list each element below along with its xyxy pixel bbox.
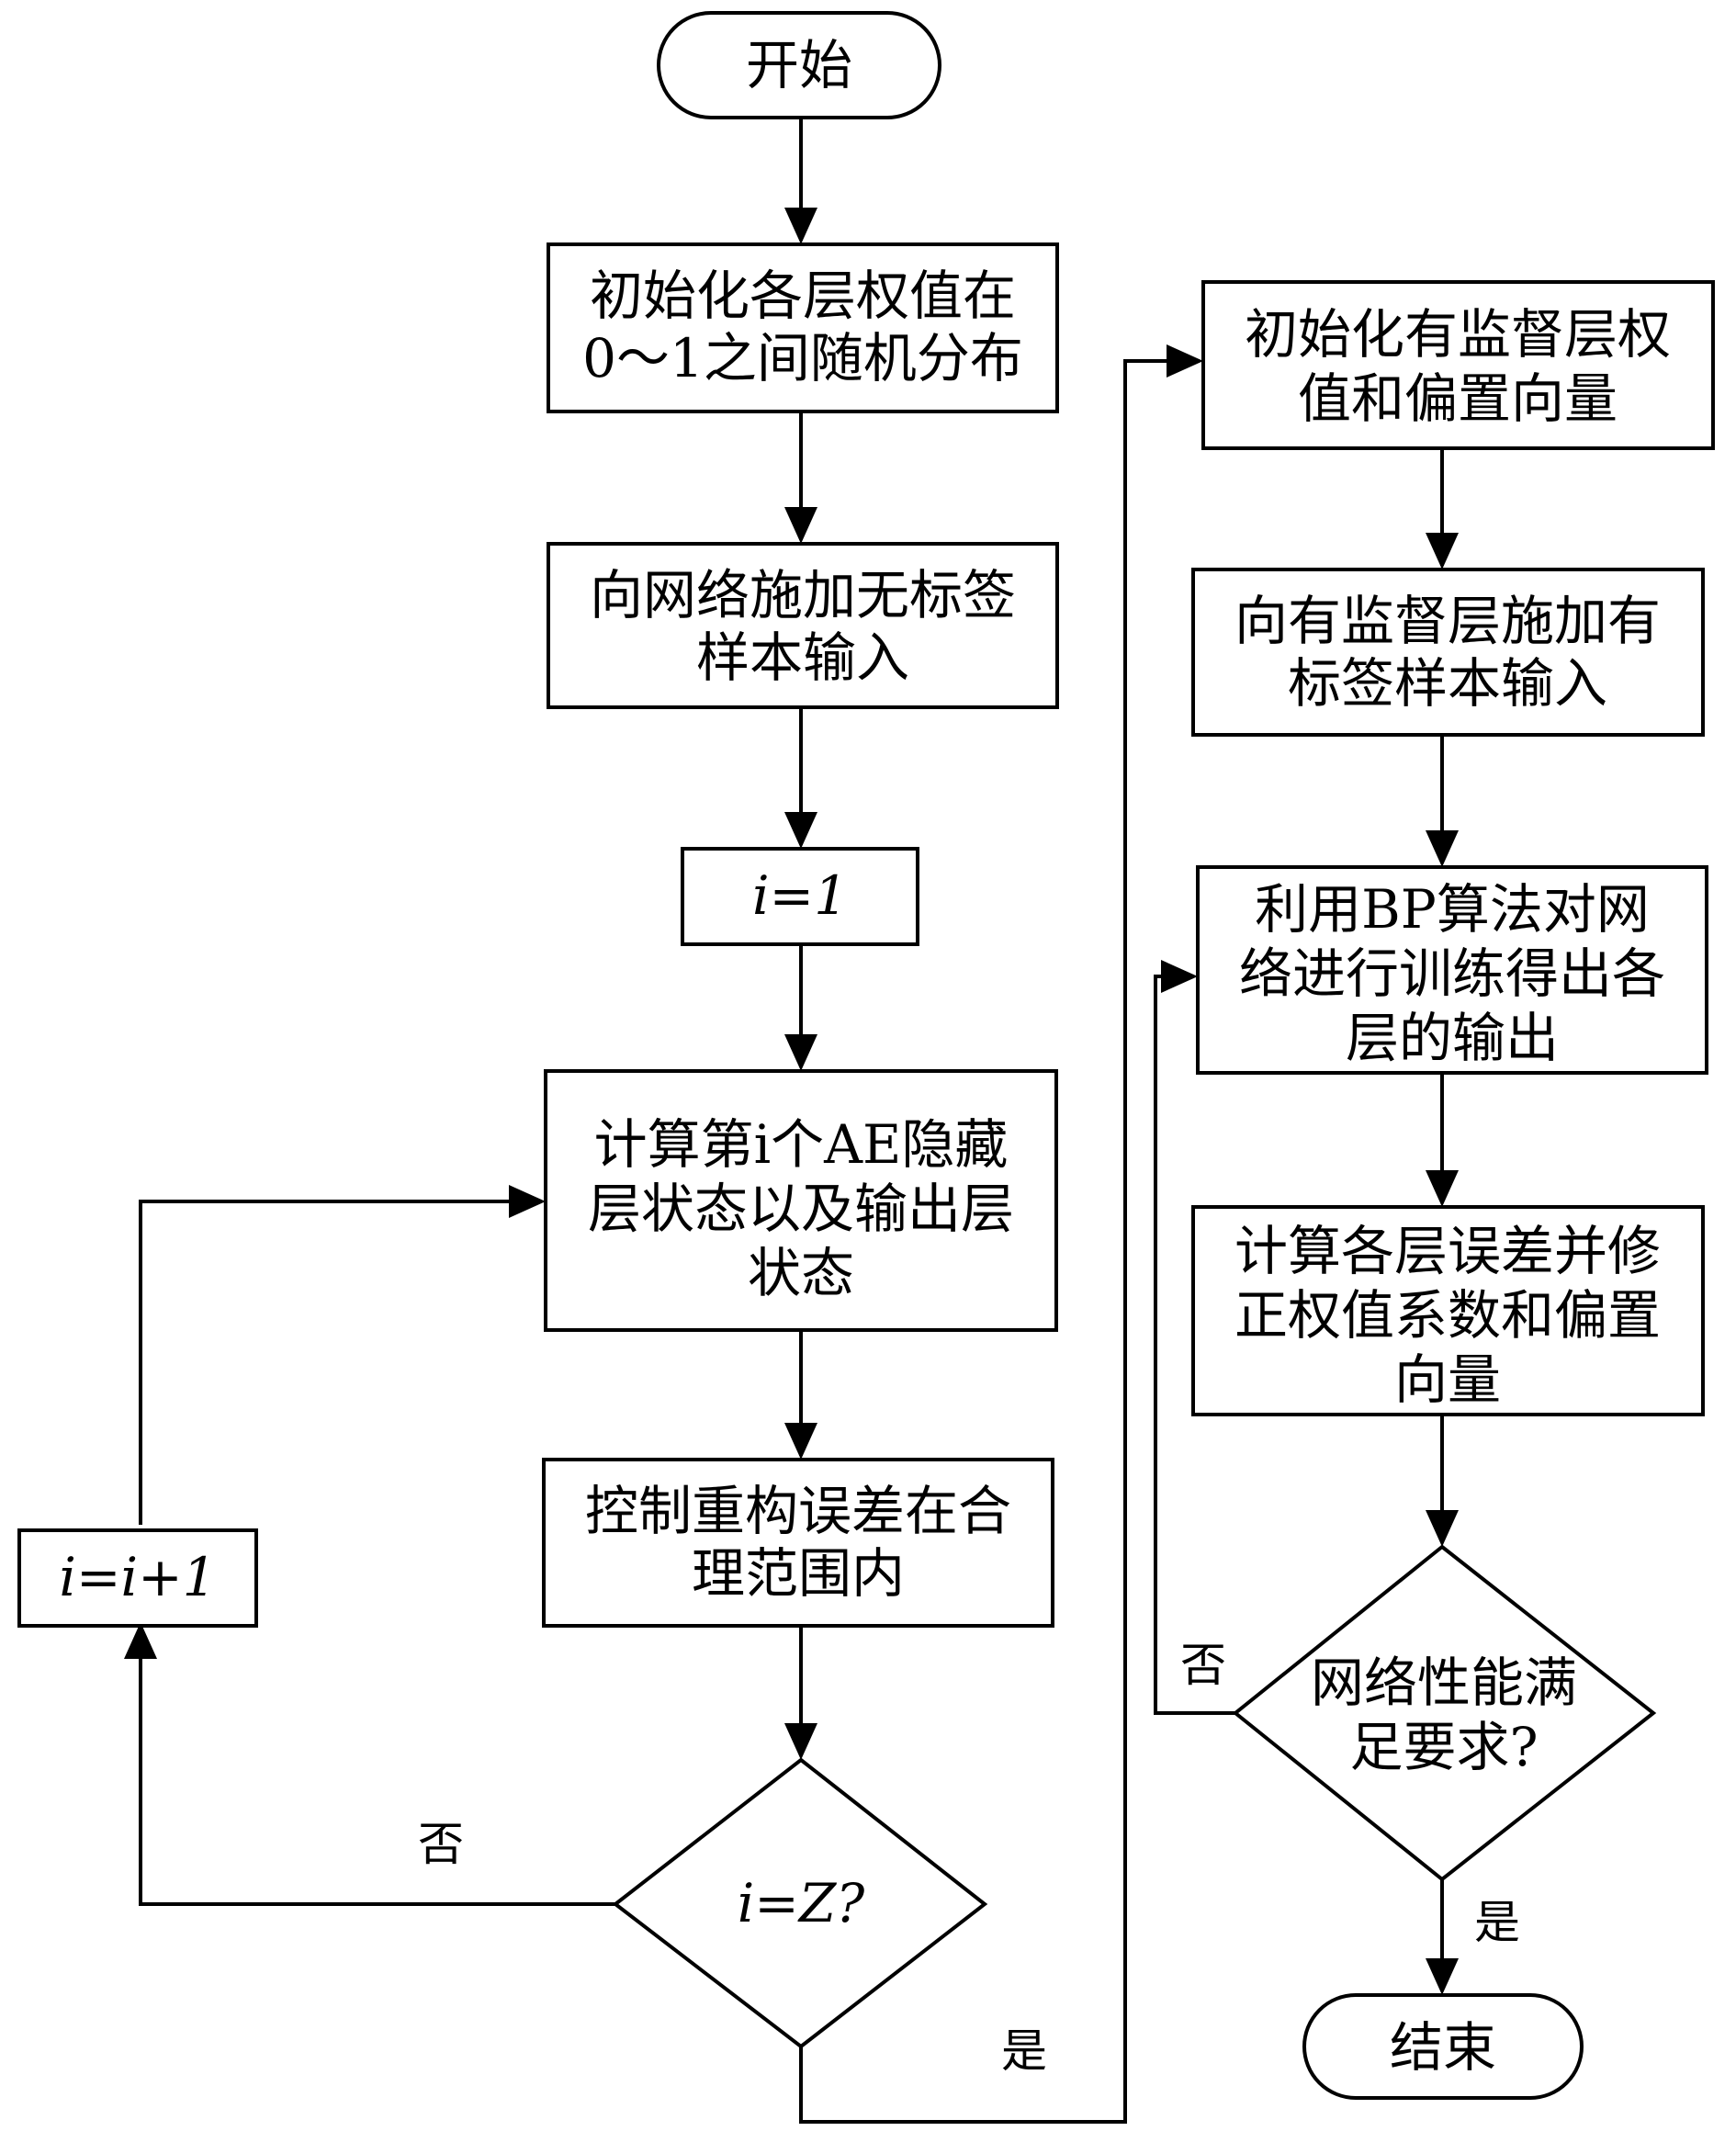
arrowhead bbox=[509, 1185, 546, 1218]
start-label: 开始 bbox=[746, 34, 852, 96]
connectors bbox=[124, 118, 1459, 2124]
nodes bbox=[17, 11, 1715, 2100]
arrowhead bbox=[784, 812, 817, 849]
control-error-line-1: 控制重构误差在合 bbox=[585, 1480, 1011, 1542]
compute-errors-box bbox=[1191, 1205, 1705, 1416]
bp-train-line-2: 络进行训练得出各 bbox=[1239, 942, 1665, 1005]
edge-check-no-to-increment bbox=[139, 1626, 615, 1906]
check-z-no-label: 否 bbox=[418, 1818, 464, 1871]
arrowhead bbox=[1161, 960, 1198, 993]
apply-labeled-line-2: 标签样本输入 bbox=[1288, 652, 1607, 715]
set-i-box bbox=[681, 847, 919, 946]
performance-no-label: 否 bbox=[1180, 1639, 1226, 1692]
edge-check-yes-to-supervised bbox=[799, 359, 1200, 2124]
compute-errors-line-2: 正权值系数和偏置 bbox=[1234, 1284, 1661, 1347]
arrowhead bbox=[1426, 1958, 1459, 1995]
arrowhead bbox=[124, 1622, 157, 1659]
arrowhead bbox=[1426, 1170, 1459, 1207]
end-label: 结束 bbox=[1390, 2016, 1496, 2079]
arrowhead bbox=[784, 1723, 817, 1760]
control-error-line-2: 理范围内 bbox=[692, 1542, 905, 1605]
performance-yes-label: 是 bbox=[1474, 1896, 1520, 1949]
init-supervised-box bbox=[1201, 280, 1715, 450]
apply-unlabeled-box bbox=[547, 542, 1059, 709]
arrowhead bbox=[1426, 830, 1459, 867]
apply-labeled-box bbox=[1191, 568, 1705, 737]
arrowhead bbox=[1167, 344, 1203, 378]
edge-increment-to-ae bbox=[139, 1200, 542, 1525]
init-weights-line-2: 0～1之间随机分布 bbox=[582, 327, 1023, 389]
node-labels: 开始 初始化各层权值在 0～1之间随机分布 向网络施加无标签 样本输入 i=1 … bbox=[59, 34, 1671, 2079]
arrowhead bbox=[1426, 1510, 1459, 1547]
arrowhead bbox=[784, 208, 817, 244]
compute-ae-box bbox=[544, 1069, 1058, 1332]
compute-errors-line-1: 计算各层误差并修 bbox=[1234, 1220, 1661, 1282]
arrowhead bbox=[1426, 533, 1459, 569]
compute-ae-line-3: 状态 bbox=[748, 1242, 854, 1304]
compute-ae-line-2: 层状态以及输出层 bbox=[588, 1178, 1014, 1240]
end-terminal bbox=[1302, 1993, 1584, 2100]
init-weights-line-1: 初始化各层权值在 bbox=[590, 265, 1016, 327]
increment-i-label: i=i+1 bbox=[59, 1546, 216, 1608]
init-weights-box bbox=[547, 242, 1059, 413]
increment-i-box bbox=[17, 1528, 258, 1628]
compute-errors-line-3: 向量 bbox=[1394, 1348, 1501, 1411]
arrowhead bbox=[784, 1034, 817, 1071]
control-error-box bbox=[542, 1458, 1054, 1628]
arrowhead bbox=[784, 507, 817, 544]
arrowhead bbox=[784, 1423, 817, 1460]
set-i-label: i=1 bbox=[752, 864, 848, 927]
init-supervised-line-2: 值和偏置向量 bbox=[1298, 367, 1618, 430]
bp-train-box bbox=[1196, 865, 1708, 1075]
apply-labeled-line-1: 向有监督层施加有 bbox=[1234, 590, 1661, 652]
start-terminal bbox=[657, 11, 941, 119]
check-performance-line-2: 足要求? bbox=[1349, 1716, 1538, 1778]
init-supervised-line-1: 初始化有监督层权 bbox=[1245, 303, 1671, 366]
edge-labels: 否 是 否 是 bbox=[418, 1639, 1520, 2078]
check-z-decision bbox=[612, 1757, 988, 2049]
apply-unlabeled-line-1: 向网络施加无标签 bbox=[590, 564, 1016, 626]
apply-unlabeled-line-2: 样本输入 bbox=[696, 626, 909, 689]
check-performance-decision bbox=[1232, 1544, 1657, 1882]
bp-train-line-3: 层的输出 bbox=[1346, 1007, 1559, 1069]
check-z-label: i=Z? bbox=[738, 1872, 865, 1934]
compute-ae-line-1: 计算第i个AE隐藏 bbox=[594, 1113, 1009, 1176]
check-z-yes-label: 是 bbox=[1001, 2024, 1047, 2078]
check-performance-line-1: 网络性能满 bbox=[1311, 1652, 1577, 1714]
bp-train-line-1: 利用BP算法对网 bbox=[1255, 878, 1650, 941]
